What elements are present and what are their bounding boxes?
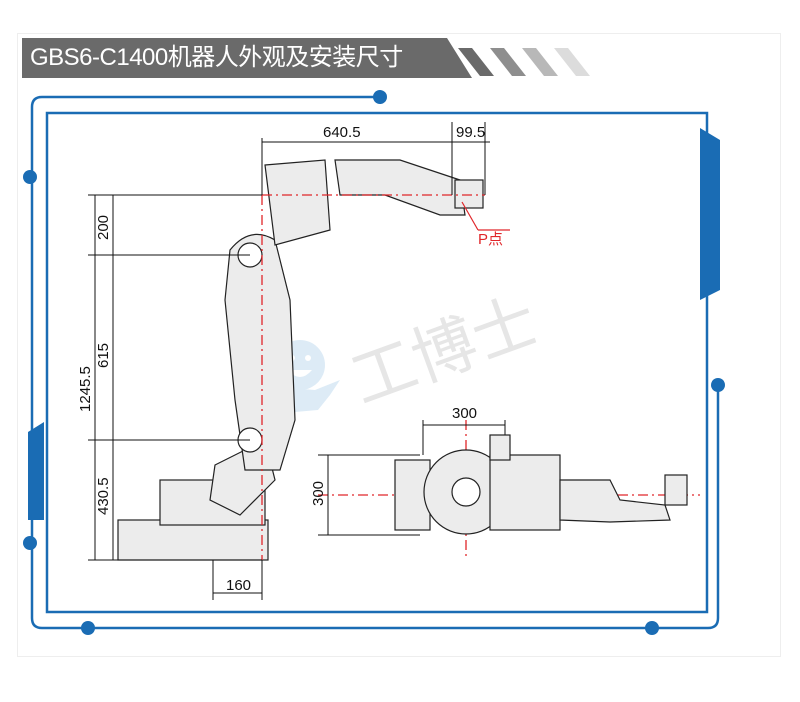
dim-total-height: 1245.5	[77, 366, 94, 412]
page-title: GBS6-C1400机器人外观及安装尺寸	[22, 38, 472, 78]
frame-accent	[700, 128, 720, 300]
dim-base-offset: 160	[226, 577, 251, 594]
dim-upper: 200	[95, 215, 112, 240]
p-point-leader	[461, 201, 479, 231]
dim-wrist: 99.5	[456, 124, 485, 141]
dim-top-height: 300	[310, 481, 327, 506]
dim-top-width: 300	[452, 405, 477, 422]
dim-arm: 615	[95, 343, 112, 368]
watermark-text: 工博士	[342, 284, 547, 417]
robot-side-view	[117, 159, 484, 561]
dim-base-height: 430.5	[95, 477, 112, 515]
robot-top-view	[394, 434, 688, 535]
dim-reach: 640.5	[323, 124, 361, 141]
frame-accent	[28, 422, 44, 520]
p-point-label: P点	[478, 231, 503, 248]
frame-dots	[23, 90, 725, 635]
blue-frame	[30, 95, 720, 630]
dimension-lines	[88, 122, 506, 600]
